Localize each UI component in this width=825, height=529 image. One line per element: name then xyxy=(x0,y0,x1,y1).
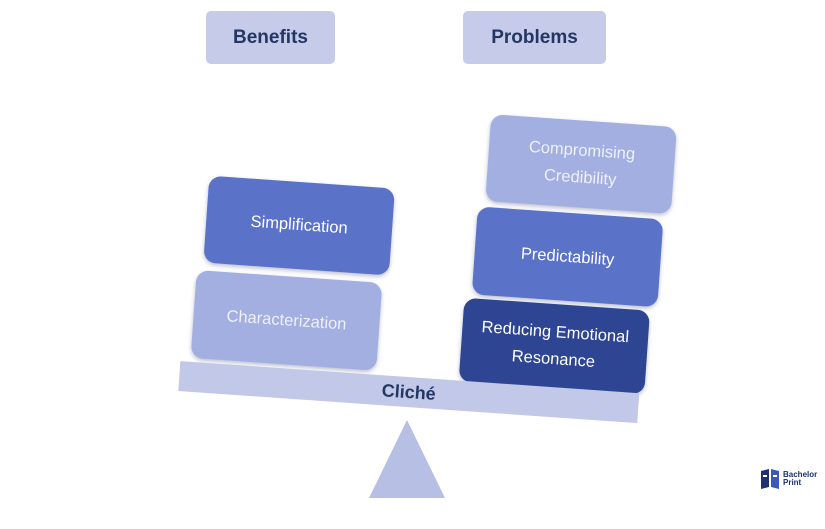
logo-line-2: Print xyxy=(783,478,802,487)
block-predictability: Predictability xyxy=(471,206,664,308)
benefits-header: Benefits xyxy=(206,11,335,64)
problems-header: Problems xyxy=(463,11,606,64)
block-simplification: Simplification xyxy=(203,175,395,276)
block-label: Characterization xyxy=(225,306,348,334)
block-label: Simplification xyxy=(250,212,349,238)
block-label: Predictability xyxy=(520,244,615,269)
beam-label: Cliché xyxy=(381,379,437,404)
block-characterization: Characterization xyxy=(190,270,383,371)
bachelorprint-logo: Bachelor Print xyxy=(760,468,817,490)
book-logo-icon xyxy=(761,469,779,489)
benefits-header-label: Benefits xyxy=(233,26,308,48)
block-label: Reducing Emotional Resonance xyxy=(481,318,630,371)
problems-header-label: Problems xyxy=(491,26,578,48)
block-reducing-emotional-resonance: Reducing Emotional Resonance xyxy=(458,297,651,395)
fulcrum-triangle xyxy=(369,420,445,498)
logo-line-1: Bachelor xyxy=(783,470,818,479)
block-label: Compromising Credibility xyxy=(528,137,636,189)
block-compromising-credibility: Compromising Credibility xyxy=(485,114,677,214)
